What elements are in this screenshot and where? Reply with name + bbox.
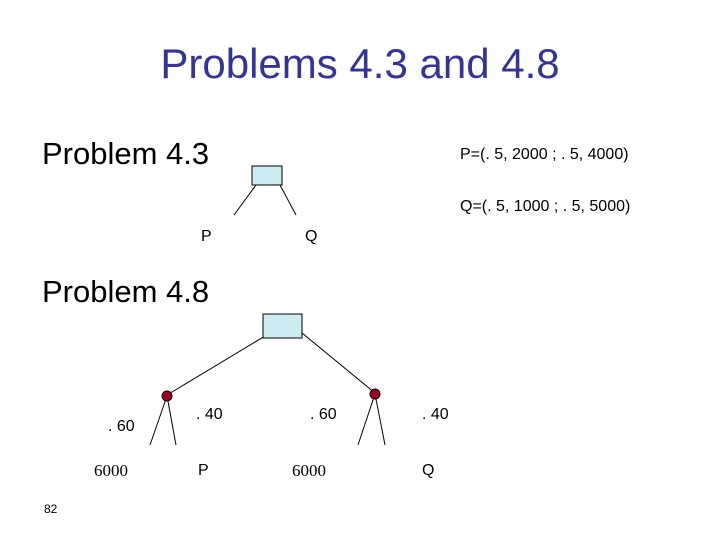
right-prob-a-label: . 60 [310,406,337,423]
p48-right-main-branch [301,332,376,394]
left-prob-b-label: . 40 [196,406,223,423]
q-definition: Q=(. 5, 1000 ; . 5, 5000) [460,198,631,215]
p48-left-chance-branch-b [166,395,177,446]
p48-left-chance-branch-a [149,395,168,446]
p48-left-chance-node [161,390,173,402]
p43-decision-node [251,165,283,186]
slide-number: 82 [44,502,58,516]
slide-title: Problems 4.3 and 4.8 [160,40,560,87]
q-branch-label: Q [305,228,318,245]
p43-left-branch [233,184,257,216]
left-prob-a-label: . 60 [108,418,135,435]
left-outcome-b: P [198,462,209,479]
problem-4-8-heading: Problem 4.8 [42,274,210,309]
p-definition: P=(. 5, 2000 ; . 5, 4000) [460,146,629,163]
right-outcome-b: Q [422,462,435,479]
p48-left-main-branch [166,332,271,396]
p48-right-chance-node [369,388,381,400]
p48-right-chance-branch-b [374,393,386,446]
right-prob-b-label: . 40 [422,406,449,423]
p-branch-label: P [201,228,212,245]
left-outcome-a: 6000 [94,461,128,480]
problem-4-3-heading: Problem 4.3 [42,136,210,171]
p48-right-chance-branch-a [357,393,376,446]
p48-decision-node [262,313,303,339]
p43-right-branch [279,184,297,216]
right-outcome-a: 6000 [292,461,326,480]
